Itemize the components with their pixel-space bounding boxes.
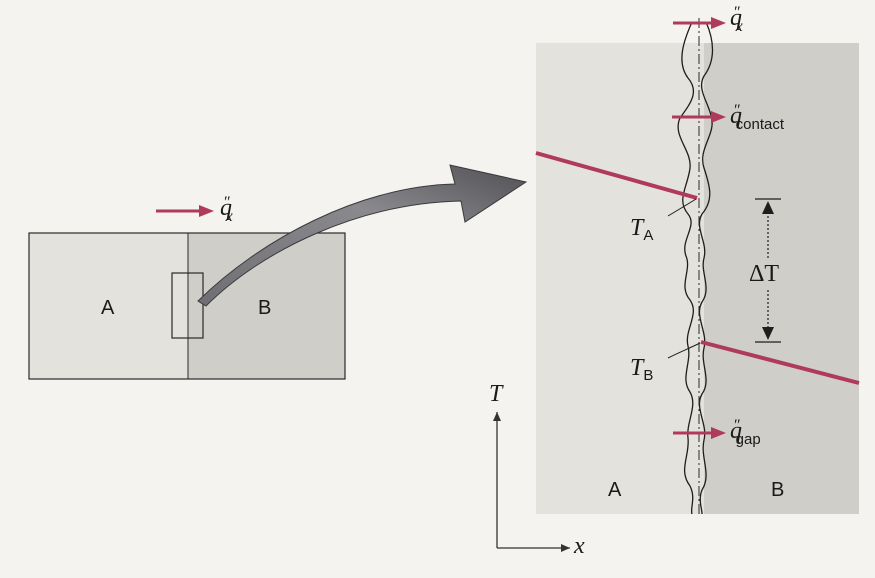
zoom-window-box xyxy=(171,272,204,339)
rough-surface-left xyxy=(677,21,695,515)
tb-leader xyxy=(667,342,701,359)
gap-flux-label: q″gap xyxy=(730,417,761,448)
temperature-line-a xyxy=(535,151,698,200)
zoom-region-a xyxy=(536,43,704,514)
ta-leader xyxy=(667,198,697,217)
t-axis-label: T xyxy=(489,381,503,407)
delta-t-arrowhead-up xyxy=(762,201,774,214)
contact-flux-label: q″contact xyxy=(730,102,785,133)
temp-b-label: TB xyxy=(630,355,654,384)
left-label-b: B xyxy=(258,297,272,319)
gap-flux-arrow xyxy=(673,427,726,439)
delta-t-label: ΔT xyxy=(749,261,780,287)
temperature-line-b xyxy=(700,340,860,385)
temp-a-label: TA xyxy=(630,215,654,244)
zoom-arrow xyxy=(197,164,528,307)
contact-flux-arrow xyxy=(672,111,726,123)
left-flux-arrow xyxy=(156,205,214,217)
zoom-label-b: B xyxy=(771,479,785,501)
x-axis-label: x xyxy=(574,533,585,559)
left-region-a xyxy=(29,233,188,379)
zoom-flux-top-arrow xyxy=(673,17,726,29)
left-block-outline xyxy=(28,232,346,380)
zoom-region-b xyxy=(704,43,859,514)
zoom-label-a: A xyxy=(608,479,622,501)
left-label-a: A xyxy=(101,297,115,319)
zoom-flux-top-label: q″x xyxy=(730,4,743,35)
delta-t-arrowhead-down xyxy=(762,327,774,340)
left-flux-label: q″x xyxy=(220,194,233,225)
